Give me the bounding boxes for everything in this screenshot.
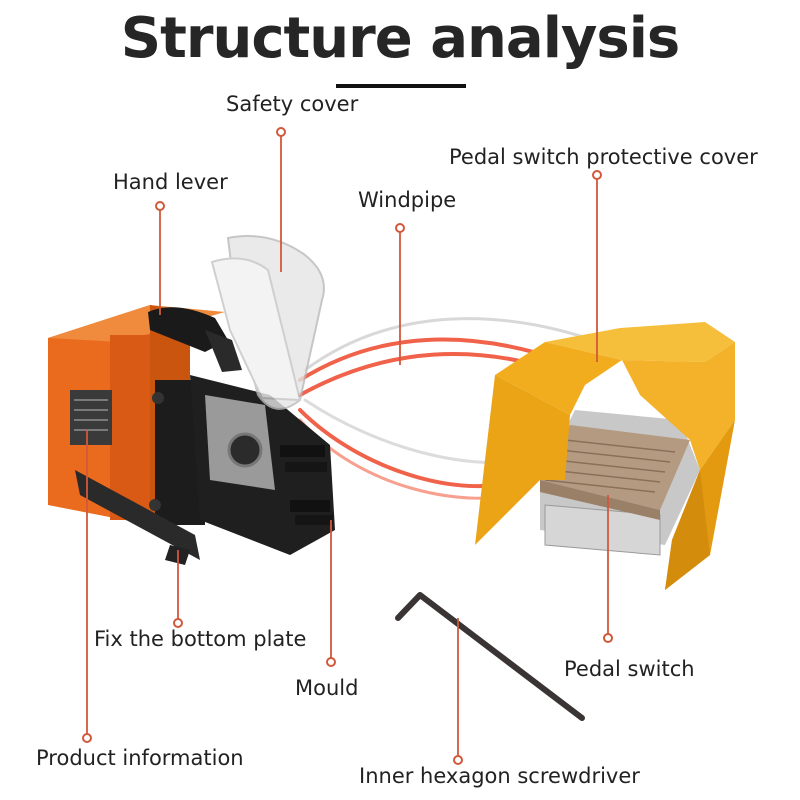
callout-safety-cover: Safety cover (226, 92, 359, 116)
hex-key (395, 592, 585, 721)
callout-hand-lever: Hand lever (113, 170, 228, 194)
mould-jaws (280, 445, 333, 525)
callout-windpipe: Windpipe (358, 188, 457, 212)
callout-pedal-switch-protective-cover: Pedal switch protective cover (449, 145, 758, 169)
leader-lines (86, 132, 609, 760)
hand-lever (148, 307, 228, 352)
callout-pedal-switch: Pedal switch (564, 657, 695, 681)
product-information-label (70, 390, 112, 445)
pedal-plate (540, 425, 690, 510)
callout-product-information: Product information (36, 746, 244, 770)
crimping-machine (48, 235, 335, 565)
callout-mould: Mould (295, 676, 359, 700)
diagram-title: Structure analysis (120, 6, 681, 71)
foot-pedal-switch (540, 410, 700, 556)
callout-fix-bottom-plate: Fix the bottom plate (94, 627, 307, 651)
title-underline (336, 84, 466, 88)
leader-dots (82, 127, 613, 765)
safety-cover (210, 235, 325, 410)
bottom-plate (75, 470, 200, 560)
pedal-protective-cover (475, 322, 735, 590)
callout-inner-hexagon-screwdriver: Inner hexagon screwdriver (359, 764, 640, 788)
